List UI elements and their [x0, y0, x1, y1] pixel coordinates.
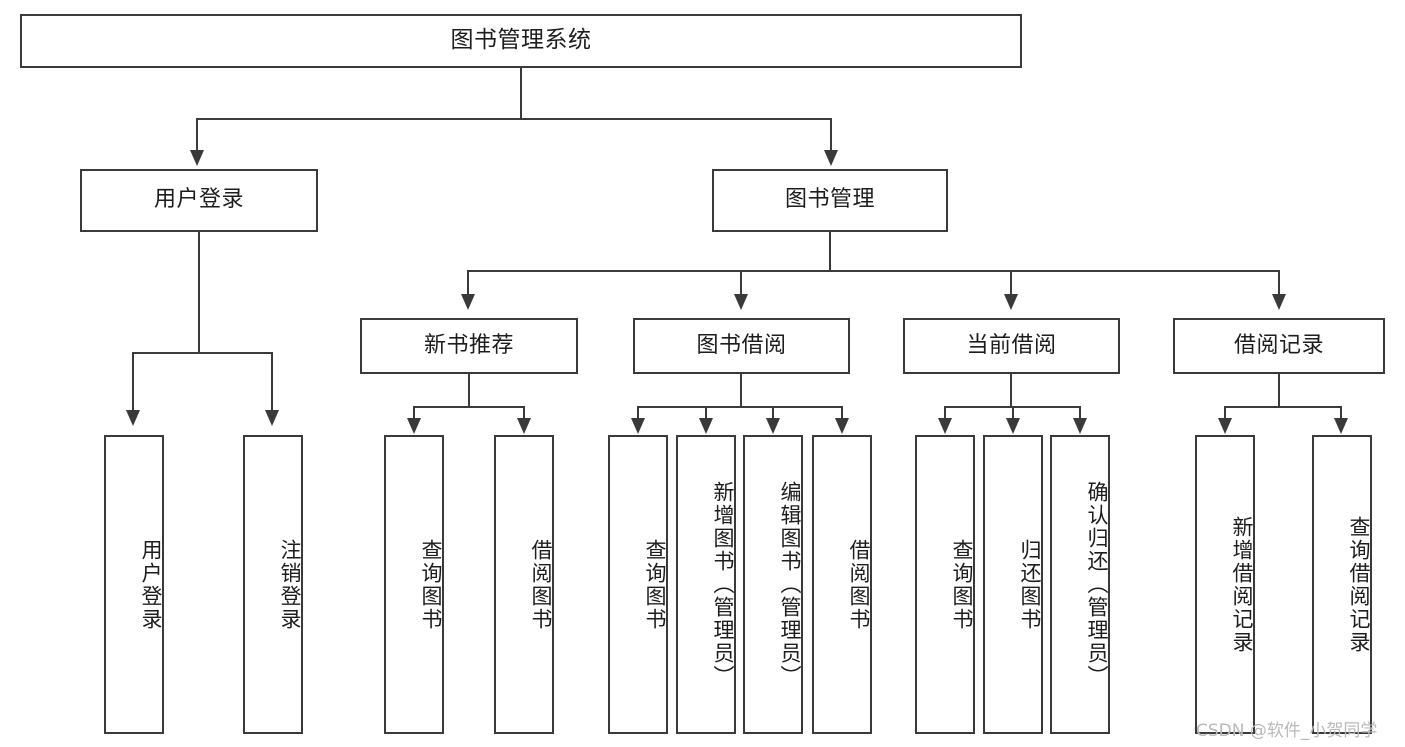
watermark-text: CSDN @软件_小贺同学	[1196, 721, 1378, 741]
arrow-bookborrow-leaf-3	[766, 418, 780, 434]
node-root-system[interactable]: 图书管理系统	[20, 14, 1022, 68]
node-label: 借阅图书	[529, 538, 553, 631]
edge-bookborrow-drop-1	[637, 406, 639, 418]
node-label: 查询借阅记录	[1347, 515, 1371, 654]
edge-newbook-bus	[413, 406, 525, 408]
edge-bookmgmt-stem	[829, 232, 831, 272]
arrow-newbook-leaf-2	[517, 418, 531, 434]
node-label: 新书推荐	[423, 332, 514, 358]
edge-bookborrow-drop-3	[772, 406, 774, 418]
edge-root-to-userlogin	[196, 118, 198, 150]
edge-bookborrow-drop-4	[841, 406, 843, 418]
edge-newbook-stem	[468, 374, 470, 408]
leaf-user-login-logout[interactable]: 注销登录	[243, 435, 303, 734]
edge-bookborrow-drop-2	[705, 406, 707, 418]
arrow-userlogin-leaf-2	[265, 410, 279, 426]
node-label: 用户登录	[153, 187, 244, 213]
node-label: 图书管理系统	[450, 27, 592, 54]
node-label: 归还图书	[1018, 538, 1042, 631]
arrow-currentborrow-leaf-3	[1073, 418, 1087, 434]
leaf-currentborrow-query-book[interactable]: 查询图书	[915, 435, 975, 734]
edge-root-stem	[520, 68, 522, 120]
leaf-newbook-query-book[interactable]: 查询图书	[384, 435, 444, 734]
edge-bookmgmt-drop-3	[1010, 270, 1012, 294]
edge-bookmgmt-drop-4	[1278, 270, 1280, 294]
node-label: 编辑图书（管理员）	[778, 481, 802, 688]
node-book-borrow[interactable]: 图书借阅	[633, 318, 850, 374]
node-label: 新增借阅记录	[1230, 515, 1254, 654]
edge-bookmgmt-drop-1	[467, 270, 469, 294]
arrow-newbook-leaf-1	[407, 418, 421, 434]
leaf-borrowrecord-query-record[interactable]: 查询借阅记录	[1312, 435, 1372, 734]
edge-borrowrecord-drop-2	[1340, 406, 1342, 418]
edge-borrowrecord-stem	[1278, 374, 1280, 408]
node-label: 注销登录	[278, 538, 302, 631]
node-label: 新增图书（管理员）	[711, 481, 735, 688]
leaf-newbook-borrow-book[interactable]: 借阅图书	[494, 435, 554, 734]
edge-currentborrow-drop-3	[1079, 406, 1081, 418]
node-user-login[interactable]: 用户登录	[80, 169, 318, 232]
node-book-management[interactable]: 图书管理	[712, 169, 948, 232]
edge-currentborrow-drop-1	[944, 406, 946, 418]
edge-bookmgmt-bus	[467, 270, 1279, 272]
edge-root-bus	[196, 118, 832, 120]
node-label: 图书管理	[784, 187, 875, 213]
arrow-bookborrow-leaf-2	[699, 418, 713, 434]
arrow-currentborrow-leaf-1	[938, 418, 952, 434]
edge-bookborrow-bus	[637, 406, 843, 408]
node-label: 用户登录	[139, 538, 163, 631]
leaf-bookborrow-query-book[interactable]: 查询图书	[608, 435, 668, 734]
leaf-currentborrow-confirm-return[interactable]: 确认归还（管理员）	[1050, 435, 1110, 734]
leaf-borrowrecord-add-record[interactable]: 新增借阅记录	[1195, 435, 1255, 734]
edge-userlogin-bus	[132, 352, 272, 354]
node-label: 确认归还（管理员）	[1085, 481, 1109, 688]
node-label: 借阅记录	[1233, 332, 1324, 358]
arrow-currentborrow-leaf-2	[1006, 418, 1020, 434]
arrow-borrowrecord-leaf-1	[1218, 418, 1232, 434]
node-borrow-record[interactable]: 借阅记录	[1173, 318, 1385, 374]
arrow-bookmgmt-level2-3	[1004, 294, 1018, 310]
node-label: 查询图书	[419, 538, 443, 631]
arrow-root-to-bookmgmt	[824, 150, 838, 166]
leaf-bookborrow-borrow-book[interactable]: 借阅图书	[812, 435, 872, 734]
node-label: 借阅图书	[847, 538, 871, 631]
edge-newbook-drop-1	[413, 406, 415, 418]
leaf-user-login-login[interactable]: 用户登录	[104, 435, 164, 734]
arrow-bookborrow-leaf-4	[835, 418, 849, 434]
edge-borrowrecord-bus	[1224, 406, 1342, 408]
edge-bookmgmt-drop-2	[740, 270, 742, 294]
node-label: 图书借阅	[696, 332, 787, 358]
arrow-borrowrecord-leaf-2	[1334, 418, 1348, 434]
edge-userlogin-stem	[198, 232, 200, 354]
arrow-bookmgmt-level2-1	[461, 294, 475, 310]
leaf-currentborrow-return-book[interactable]: 归还图书	[983, 435, 1043, 734]
node-new-book-recommend[interactable]: 新书推荐	[360, 318, 578, 374]
node-label: 当前借阅	[966, 332, 1057, 358]
edge-currentborrow-drop-2	[1012, 406, 1014, 418]
edge-userlogin-drop-2	[271, 352, 273, 410]
node-label: 查询图书	[643, 538, 667, 631]
edge-bookborrow-stem	[740, 374, 742, 408]
arrow-bookmgmt-level2-4	[1272, 294, 1286, 310]
leaf-bookborrow-edit-book[interactable]: 编辑图书（管理员）	[743, 435, 803, 734]
node-label: 查询图书	[950, 538, 974, 631]
edge-currentborrow-stem	[1010, 374, 1012, 408]
leaf-bookborrow-add-book[interactable]: 新增图书（管理员）	[676, 435, 736, 734]
arrow-bookborrow-leaf-1	[631, 418, 645, 434]
node-current-borrow[interactable]: 当前借阅	[903, 318, 1120, 374]
edge-borrowrecord-drop-1	[1224, 406, 1226, 418]
edge-newbook-drop-2	[523, 406, 525, 418]
arrow-root-to-userlogin	[190, 150, 204, 166]
edge-root-to-bookmgmt	[830, 118, 832, 150]
arrow-userlogin-leaf-1	[126, 410, 140, 426]
edge-userlogin-drop-1	[132, 352, 134, 410]
arrow-bookmgmt-level2-2	[734, 294, 748, 310]
